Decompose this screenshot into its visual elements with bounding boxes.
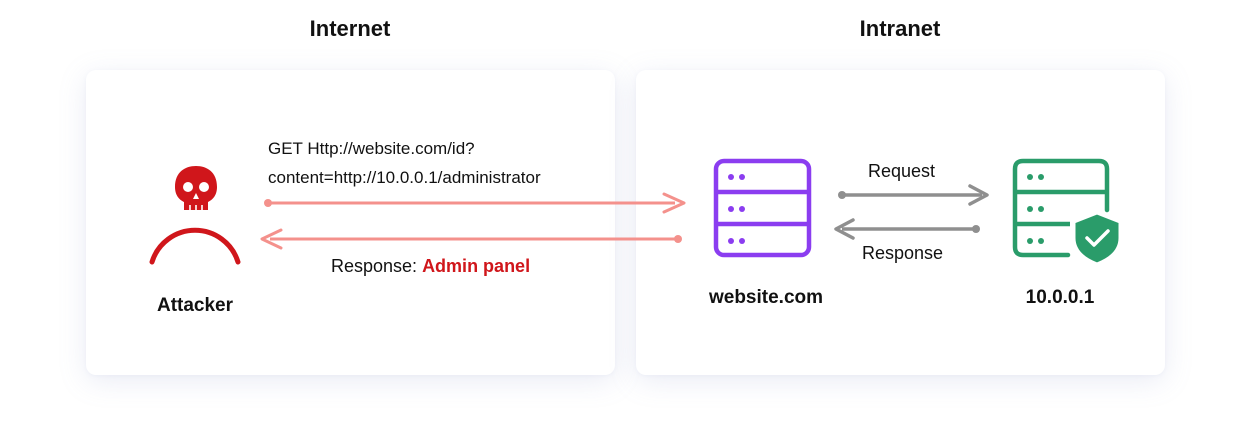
response-arrow-to-attacker (260, 228, 682, 250)
intranet-heading: Intranet (859, 16, 941, 41)
request-url-line1: GET Http://website.com/id? (268, 139, 475, 158)
server-icon (713, 158, 812, 258)
response-result-text: Response: Admin panel (331, 256, 530, 277)
response-prefix: Response: (331, 256, 423, 276)
website-label: website.com (708, 287, 824, 308)
admin-panel-highlight: Admin panel (422, 256, 531, 276)
shield-check-icon (1072, 211, 1122, 266)
inner-response-arrow (834, 218, 980, 240)
inner-response-label: Response (862, 243, 944, 263)
internal-server-label: 10.0.0.1 (1025, 287, 1095, 308)
attacker-label: Attacker (156, 295, 234, 316)
request-arrow-to-website (264, 192, 686, 214)
inner-request-label: Request (868, 161, 936, 181)
internet-panel (86, 70, 615, 375)
request-url-line2: content=http://10.0.0.1/administrator (268, 168, 541, 187)
skull-attacker-icon (149, 166, 241, 265)
internet-heading: Internet (309, 16, 391, 41)
secure-server-icon (1012, 158, 1110, 258)
inner-request-arrow (838, 184, 989, 206)
